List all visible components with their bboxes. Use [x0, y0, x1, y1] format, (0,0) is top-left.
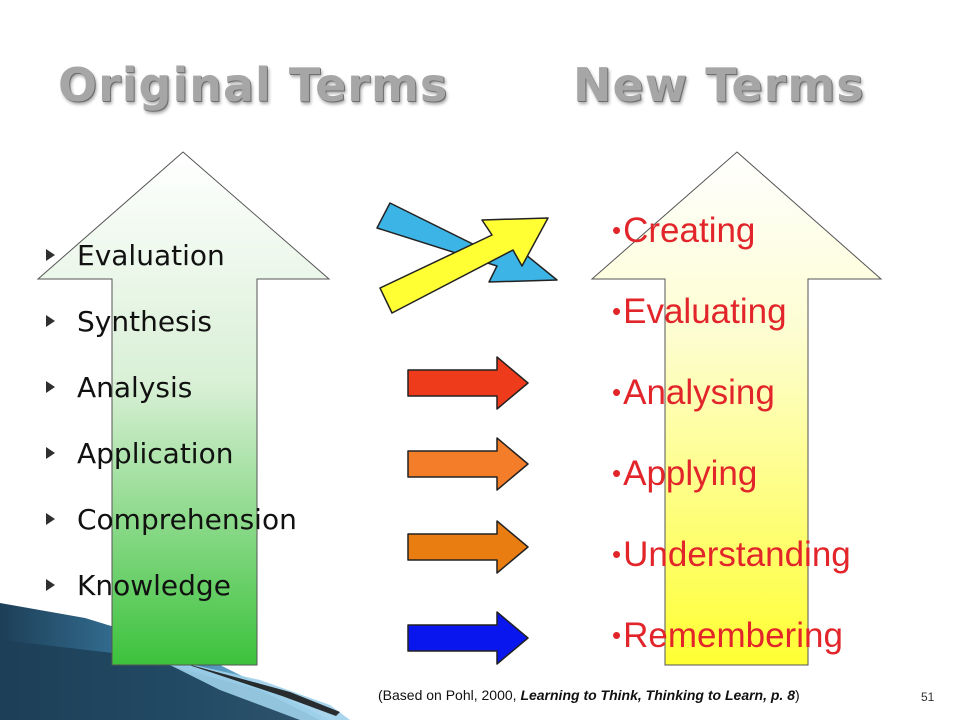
right-triangle-icon — [46, 249, 55, 261]
right-up-arrow-icon — [590, 151, 883, 666]
list-item: Analysis — [46, 354, 297, 420]
list-item: •Analysing — [612, 352, 851, 433]
bullet-icon: • — [612, 539, 622, 569]
list-item: Application — [46, 420, 297, 486]
bullet-icon: • — [612, 620, 622, 650]
original-terms-list: Evaluation Synthesis Analysis Applicatio… — [46, 222, 297, 618]
new-terms-list: •Creating •Evaluating •Analysing •Applyi… — [612, 190, 851, 676]
list-item: •Understanding — [612, 514, 851, 595]
new-term-label: Evaluating — [623, 291, 787, 331]
right-arrow-orange-1-icon — [407, 437, 529, 491]
right-arrow-blue-icon — [407, 611, 529, 665]
new-term-label: Understanding — [623, 534, 851, 574]
new-terms-title: New Terms — [573, 58, 865, 112]
right-arrow-orange-2-icon — [407, 520, 529, 574]
original-term-label: Synthesis — [77, 304, 212, 338]
list-item: •Creating — [612, 190, 851, 271]
citation: (Based on Pohl, 2000, Learning to Think,… — [378, 687, 800, 703]
original-term-label: Evaluation — [77, 238, 225, 272]
right-triangle-icon — [46, 513, 55, 525]
right-triangle-icon — [46, 447, 55, 459]
original-term-label: Application — [77, 436, 234, 470]
right-triangle-icon — [46, 315, 55, 327]
cross-arrow-yellow-icon — [379, 217, 549, 314]
list-item: Synthesis — [46, 288, 297, 354]
page-number: 51 — [921, 690, 935, 704]
original-term-label: Knowledge — [77, 568, 231, 602]
list-item: •Applying — [612, 433, 851, 514]
new-term-label: Applying — [623, 453, 758, 493]
list-item: Evaluation — [46, 222, 297, 288]
new-term-label: Creating — [623, 210, 756, 250]
right-triangle-icon — [46, 381, 55, 393]
right-triangle-icon — [46, 579, 55, 591]
list-item: Knowledge — [46, 552, 297, 618]
bullet-icon: • — [612, 377, 622, 407]
citation-title: Learning to Think, Thinking to Learn, p.… — [520, 687, 795, 703]
bullet-icon: • — [612, 296, 622, 326]
new-term-label: Analysing — [623, 372, 775, 412]
list-item: Comprehension — [46, 486, 297, 552]
citation-prefix: (Based on Pohl, 2000, — [378, 687, 521, 703]
list-item: •Evaluating — [612, 271, 851, 352]
right-arrow-red-icon — [407, 356, 529, 410]
original-term-label: Comprehension — [77, 502, 297, 536]
original-term-label: Analysis — [77, 370, 193, 404]
bullet-icon: • — [612, 215, 622, 245]
citation-suffix: ) — [795, 687, 800, 703]
bullet-icon: • — [612, 458, 622, 488]
list-item: •Remembering — [612, 595, 851, 676]
original-terms-title: Original Terms — [58, 58, 449, 112]
cross-arrow-blue-icon — [376, 202, 558, 283]
new-term-label: Remembering — [623, 615, 843, 655]
left-up-arrow-icon — [36, 151, 331, 666]
